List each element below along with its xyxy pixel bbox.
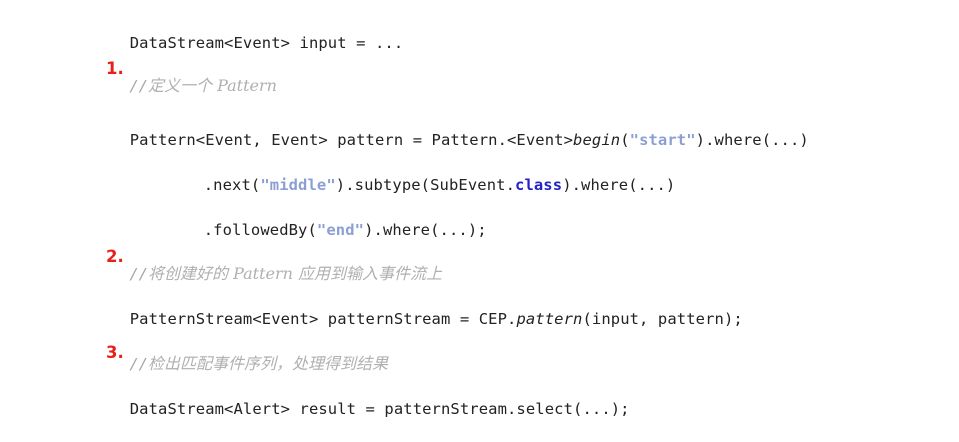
step-marker-3: 3. — [106, 343, 124, 362]
code-token: DataStream<Event> input = ... — [129, 34, 404, 52]
comment-slashes: // — [129, 77, 148, 95]
code-token-method: pattern — [516, 310, 583, 328]
code-token: DataStream<Alert> result = patternStream… — [129, 400, 630, 418]
code-token-string: "start" — [629, 131, 696, 149]
code-token: ).where(...) — [562, 176, 676, 194]
comment-line-2: //将创建好的 Pattern 应用到输入事件流上 2. — [92, 241, 442, 329]
comment-slashes: // — [129, 265, 148, 283]
code-snippet-container: DataStream<Event> input = ... //定义一个 Pat… — [92, 10, 809, 419]
code-line-9: DataStream<Alert> result = patternStream… — [92, 376, 630, 442]
code-token-string: "end" — [316, 221, 365, 239]
code-token: ).subtype(SubEvent. — [335, 176, 516, 194]
comment-slashes: // — [129, 355, 148, 373]
code-line-1: DataStream<Event> input = ... — [92, 10, 403, 76]
code-token: (input, pattern); — [582, 310, 743, 328]
comment-text: 检出匹配事件序列，处理得到结果 — [148, 354, 389, 373]
code-line-5: .followedBy("end").where(...); — [166, 197, 487, 263]
code-token-method: begin — [573, 131, 621, 149]
code-token: ( — [620, 131, 630, 149]
code-token: PatternStream<Event> patternStream = CEP… — [129, 310, 517, 328]
code-token: .next( — [203, 176, 261, 194]
code-token-string: "middle" — [260, 176, 336, 194]
code-line-7: PatternStream<Event> patternStream = CEP… — [92, 286, 743, 352]
code-token-keyword: class — [515, 176, 563, 194]
comment-line-3: //检出匹配事件序列，处理得到结果 3. — [92, 331, 388, 419]
code-token: .followedBy( — [203, 221, 317, 239]
code-token: Pattern<Event, Event> pattern = Pattern.… — [129, 131, 574, 149]
step-marker-2: 2. — [106, 247, 124, 266]
comment-line-1: //定义一个 Pattern 1. — [92, 53, 277, 141]
code-token: ).where(...); — [364, 221, 487, 239]
comment-text: 定义一个 Pattern — [148, 76, 277, 95]
code-line-4: .next("middle").subtype(SubEvent.class).… — [166, 152, 676, 218]
comment-text: 将创建好的 Pattern 应用到输入事件流上 — [148, 264, 443, 283]
step-marker-1: 1. — [106, 59, 124, 78]
code-line-3: Pattern<Event, Event> pattern = Pattern.… — [92, 107, 809, 173]
code-token: ).where(...) — [695, 131, 809, 149]
